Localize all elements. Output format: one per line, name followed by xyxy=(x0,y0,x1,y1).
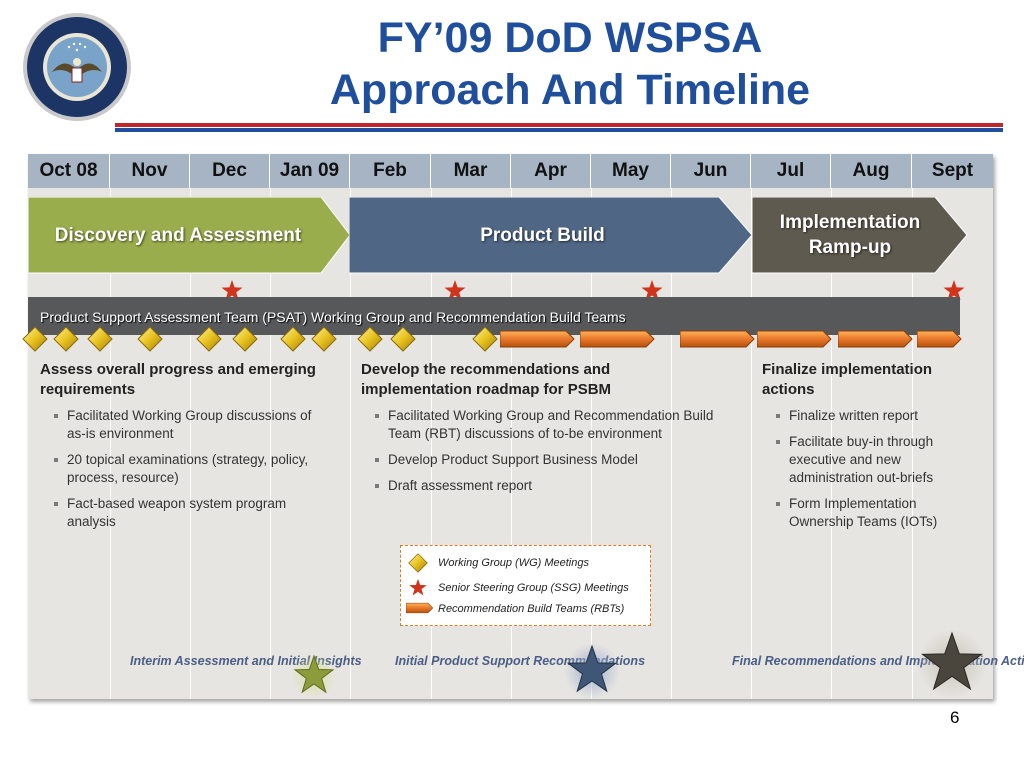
blue-star-icon xyxy=(564,643,620,699)
month-header-feb: Feb xyxy=(350,154,431,188)
discovery-phase-label: Discovery and Assessment xyxy=(54,224,302,246)
red-star-icon xyxy=(409,578,427,596)
month-header-sept: Sept xyxy=(912,154,993,188)
gold-diamond-icon xyxy=(232,326,258,352)
psat-bar xyxy=(28,297,960,335)
bullet-item: 20 topical examinations (strategy, polic… xyxy=(40,451,330,487)
discovery-phase-arrow xyxy=(28,197,351,274)
month-header-oct08: Oct 08 xyxy=(28,154,110,188)
month-gridline xyxy=(270,188,271,699)
red-star-icon xyxy=(444,280,466,300)
orange-arrow-icon xyxy=(406,602,434,614)
legend-ssg-label: Senior Steering Group (SSG) Meetings xyxy=(438,582,629,594)
orange-arrow-icon xyxy=(500,330,575,348)
month-header-aug: Aug xyxy=(831,154,912,188)
month-gridline xyxy=(912,188,913,699)
gold-diamond-icon xyxy=(22,326,48,352)
red-star-icon xyxy=(641,280,663,300)
page-title-line1: FY’09 DoD WSPSA xyxy=(377,14,763,62)
month-header-may: May xyxy=(591,154,671,188)
month-header-mar: Mar xyxy=(431,154,511,188)
month-gridline xyxy=(671,188,672,699)
month-header-jul: Jul xyxy=(751,154,831,188)
orange-arrow-icon xyxy=(680,330,755,348)
dod-seal-logo xyxy=(23,13,131,121)
gold-diamond-icon xyxy=(311,326,337,352)
month-header-jan09: Jan 09 xyxy=(270,154,350,188)
gold-diamond-icon xyxy=(390,326,416,352)
page-title-line2: Approach And Timeline xyxy=(329,66,811,114)
month-gridline xyxy=(110,188,111,699)
column-heading-finalize: Finalize implementation actions xyxy=(762,361,933,398)
bullet-item: Form Implementation Ownership Teams (IOT… xyxy=(762,495,982,531)
product-build-phase-arrow xyxy=(349,197,753,274)
page-number: 6 xyxy=(950,708,960,727)
month-gridline xyxy=(751,188,752,699)
bullet-item: Develop Product Support Business Model xyxy=(361,451,716,469)
milestone-initial-label: Initial Product Support Recommendations xyxy=(395,654,646,668)
bullet-item: Draft assessment report xyxy=(361,477,716,495)
bullet-item: Fact-based weapon system program analysi… xyxy=(40,495,330,531)
legend-wg-label: Working Group (WG) Meetings xyxy=(438,557,589,569)
legend-rbt-label: Recommendation Build Teams (RBTs) xyxy=(438,603,625,615)
gold-diamond-icon xyxy=(357,326,383,352)
bullet-item: Facilitate buy-in through executive and … xyxy=(762,433,982,487)
dark-star-icon xyxy=(917,629,987,699)
month-gridline xyxy=(831,188,832,699)
bullet-item: Facilitated Working Group and Recommenda… xyxy=(361,407,716,443)
month-header-dec: Dec xyxy=(190,154,270,188)
month-gridline xyxy=(511,188,512,699)
month-gridline xyxy=(591,188,592,699)
implementation-phase-label: Implementation Ramp-up xyxy=(779,212,921,258)
column-heading-assess: Assess overall progress and emerging req… xyxy=(40,361,316,398)
title-rule-red xyxy=(115,123,1003,127)
month-gridline xyxy=(190,188,191,699)
legend-box xyxy=(400,545,651,626)
month-header-jun: Jun xyxy=(671,154,751,188)
column-bullets-finalize: Finalize written report Facilitate buy-i… xyxy=(762,407,982,539)
column-bullets-develop: Facilitated Working Group and Recommenda… xyxy=(361,407,716,503)
month-gridline xyxy=(431,188,432,699)
month-header-nov: Nov xyxy=(110,154,190,188)
gold-diamond-icon xyxy=(472,326,498,352)
red-star-icon xyxy=(221,280,243,300)
milestone-interim-label: Interim Assessment and Initial Insights xyxy=(130,654,362,668)
orange-arrow-icon xyxy=(757,330,832,348)
orange-arrow-icon xyxy=(917,330,962,348)
gold-diamond-icon xyxy=(280,326,306,352)
gold-diamond-icon xyxy=(53,326,79,352)
orange-arrow-icon xyxy=(838,330,913,348)
red-star-icon xyxy=(943,280,965,300)
title-rule-blue xyxy=(115,128,1003,132)
month-header-apr: Apr xyxy=(511,154,591,188)
gold-diamond-icon xyxy=(137,326,163,352)
gold-diamond-icon xyxy=(408,553,428,573)
olive-star-icon xyxy=(291,653,337,699)
product-build-phase-label: Product Build xyxy=(480,224,605,246)
column-bullets-assess: Facilitated Working Group discussions of… xyxy=(40,407,330,539)
milestone-final-label: Final Recommendations and Implementation… xyxy=(732,654,1024,668)
month-gridline xyxy=(350,188,351,699)
gold-diamond-icon xyxy=(87,326,113,352)
bullet-item: Finalize written report xyxy=(762,407,982,425)
orange-arrow-icon xyxy=(580,330,655,348)
bullet-item: Facilitated Working Group discussions of… xyxy=(40,407,330,443)
gold-diamond-icon xyxy=(196,326,222,352)
psat-bar-label: Product Support Assessment Team (PSAT) W… xyxy=(40,309,626,325)
column-heading-develop: Develop the recommendations and implemen… xyxy=(361,361,612,398)
implementation-phase-arrow xyxy=(752,197,968,274)
